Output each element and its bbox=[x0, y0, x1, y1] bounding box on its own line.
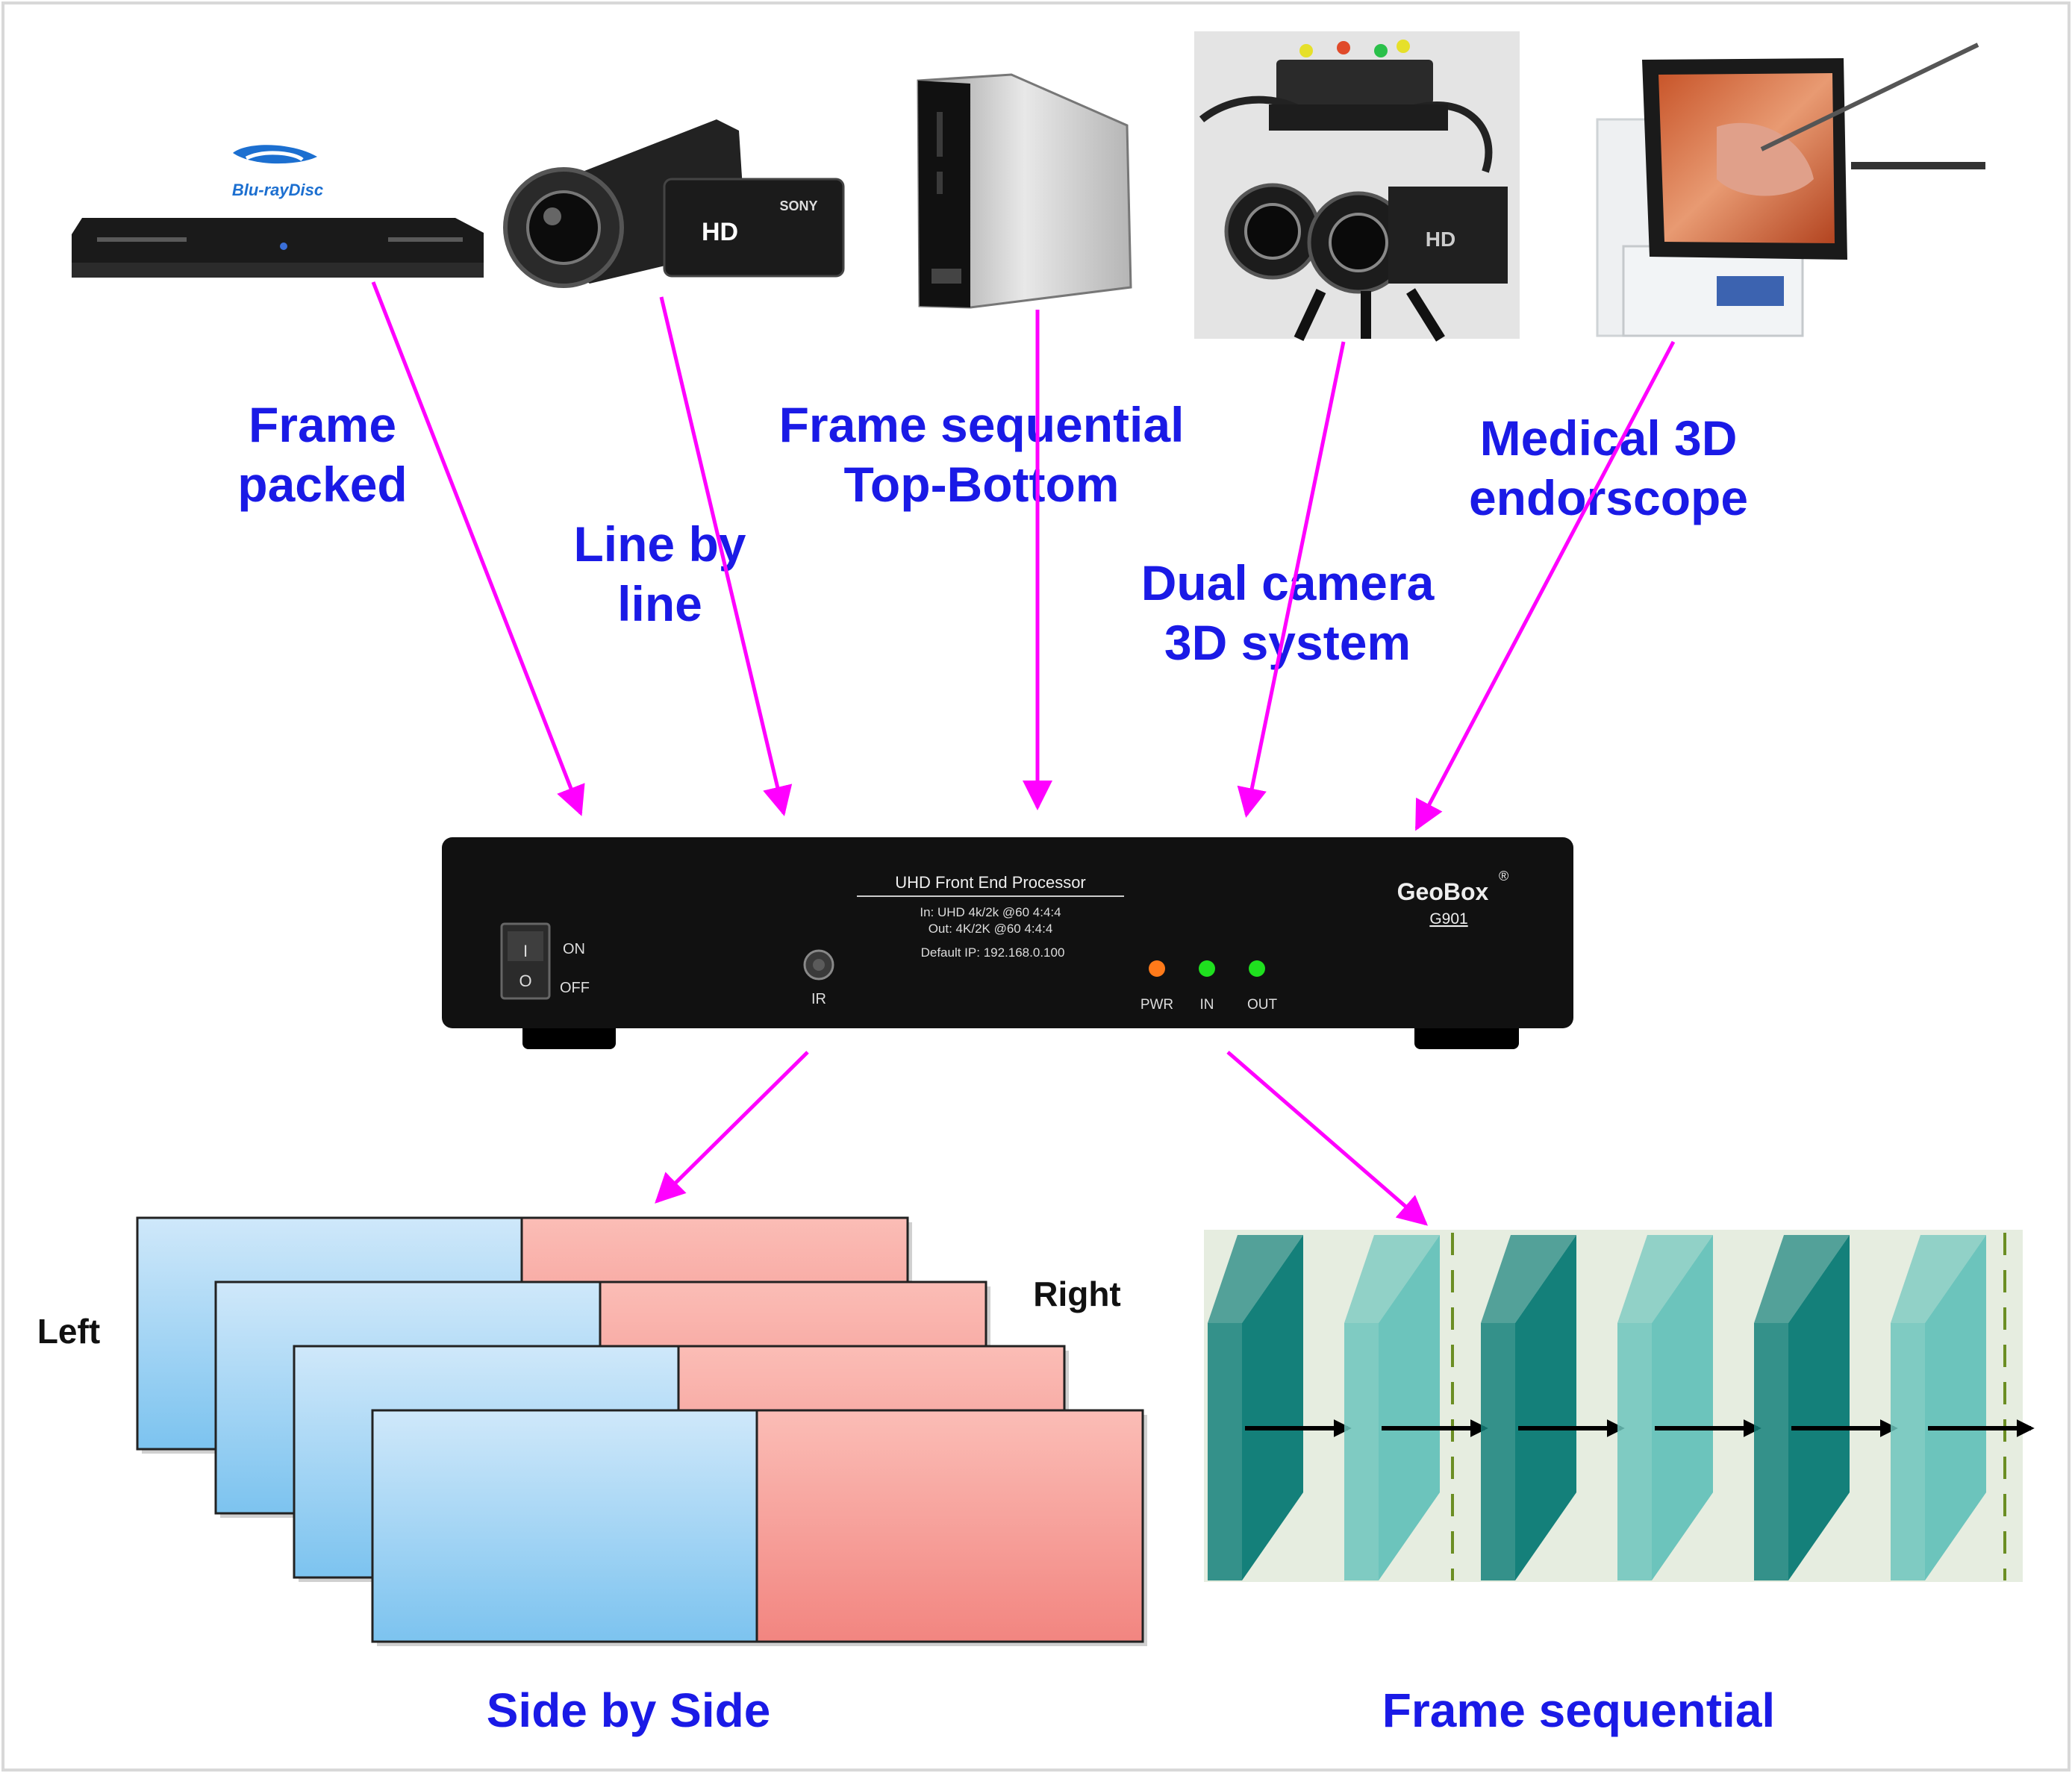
panel-front bbox=[1208, 1323, 1242, 1580]
led-out bbox=[1249, 960, 1265, 977]
sbs-left-half bbox=[371, 1409, 758, 1643]
panel-top bbox=[1344, 1235, 1440, 1323]
label-frame-seq-tb-line-1: Frame sequential bbox=[779, 397, 1185, 452]
panel-side bbox=[1788, 1235, 1850, 1580]
medical-endoscope-icon bbox=[1596, 43, 1985, 337]
frame-sequential-panels bbox=[1208, 1233, 2035, 1580]
sbs-right-half bbox=[755, 1409, 1144, 1643]
arrow-line-by-line bbox=[659, 296, 793, 816]
hd-camcorder-icon: HD SONY bbox=[503, 119, 845, 288]
label-frame-packed: Frame packed bbox=[237, 397, 407, 512]
processor-spec-in: In: UHD 4k/2k @60 4:4:4 bbox=[920, 905, 1061, 919]
arrow-dual-camera bbox=[1237, 341, 1346, 818]
label-frame-seq-tb-line-2: Top-Bottom bbox=[844, 457, 1120, 512]
panel-top bbox=[1208, 1235, 1303, 1323]
panel-top bbox=[1617, 1235, 1713, 1323]
panel-side bbox=[1925, 1235, 1986, 1580]
processor-body bbox=[442, 837, 1573, 1028]
sbs-frame bbox=[371, 1409, 1147, 1646]
processor-box: I O ON OFF IR UHD Front End Processor In… bbox=[442, 837, 1573, 1049]
frame-sequential-bg bbox=[1204, 1230, 2023, 1582]
sbs-left-label: Left bbox=[37, 1312, 100, 1351]
arrow-to-side-by-side bbox=[655, 1051, 809, 1204]
label-frame-sequential-top-bottom: Frame sequential Top-Bottom bbox=[779, 397, 1185, 512]
processor-foot-left bbox=[522, 1022, 616, 1049]
processor-foot-right bbox=[1414, 1022, 1519, 1049]
panel-top bbox=[1891, 1235, 1986, 1323]
processor-model: G901 bbox=[1429, 910, 1467, 928]
frame-panel-right bbox=[1891, 1235, 2035, 1580]
frame-panel-left bbox=[1208, 1235, 1352, 1580]
led-in bbox=[1199, 960, 1215, 977]
label-dual-camera-line-1: Dual camera bbox=[1141, 555, 1435, 610]
panel-side bbox=[1652, 1235, 1713, 1580]
switch-o-mark: O bbox=[519, 972, 531, 990]
label-line-by-line: Line by line bbox=[573, 516, 746, 631]
processor-title: UHD Front End Processor bbox=[895, 873, 1086, 892]
processor-brand-mark: ® bbox=[1499, 869, 1508, 884]
dual-camera-rig-icon: HD bbox=[1194, 31, 1520, 342]
media-server-icon bbox=[917, 73, 1132, 309]
processor-default-ip: Default IP: 192.168.0.100 bbox=[921, 945, 1065, 960]
frame-panel-left bbox=[1754, 1235, 1898, 1580]
label-dual-camera-line-2: 3D system bbox=[1164, 615, 1411, 670]
label-medical-3d: Medical 3D endorscope bbox=[1469, 410, 1748, 525]
switch-i-mark: I bbox=[523, 942, 528, 960]
panel-side bbox=[1379, 1235, 1440, 1580]
label-frame-packed-line-2: packed bbox=[237, 457, 407, 512]
blu-ray-brand: Blu-rayDisc bbox=[232, 181, 323, 199]
led-in-label: IN bbox=[1200, 997, 1214, 1013]
sbs-right-label: Right bbox=[1033, 1275, 1121, 1313]
panel-front bbox=[1481, 1323, 1515, 1580]
blu-ray-player-icon: Blu-rayDisc bbox=[72, 145, 484, 278]
label-medical-3d-line-2: endorscope bbox=[1469, 470, 1748, 525]
arrow-to-frame-sequential bbox=[1226, 1051, 1429, 1226]
label-line-by-line-line-1: Line by bbox=[573, 516, 746, 572]
camcorder-brand: SONY bbox=[779, 198, 817, 213]
panel-top bbox=[1754, 1235, 1850, 1323]
switch-on-label: ON bbox=[563, 941, 585, 957]
led-pwr-label: PWR bbox=[1140, 997, 1173, 1013]
panel-side bbox=[1515, 1235, 1576, 1580]
panel-front bbox=[1617, 1323, 1652, 1580]
frame-panel-left bbox=[1481, 1235, 1625, 1580]
frame-panel-right bbox=[1617, 1235, 1761, 1580]
label-medical-3d-line-1: Medical 3D bbox=[1480, 410, 1738, 466]
panel-front bbox=[1344, 1323, 1379, 1580]
processor-brand: GeoBox bbox=[1397, 878, 1489, 905]
caption-side-by-side: Side by Side bbox=[487, 1683, 771, 1737]
led-pwr bbox=[1149, 960, 1165, 977]
output-arrows bbox=[655, 1051, 1429, 1226]
camcorder-hd-badge: HD bbox=[702, 218, 738, 246]
caption-frame-sequential: Frame sequential bbox=[1382, 1683, 1775, 1737]
processor-spec-out: Out: 4K/2K @60 4:4:4 bbox=[929, 922, 1053, 936]
switch-off-label: OFF bbox=[560, 980, 590, 996]
led-out-label: OUT bbox=[1247, 997, 1278, 1013]
label-dual-camera: Dual camera 3D system bbox=[1141, 555, 1435, 670]
input-arrows bbox=[371, 281, 1676, 831]
ir-label: IR bbox=[811, 991, 826, 1007]
frame-panel-right bbox=[1344, 1235, 1488, 1580]
panel-front bbox=[1891, 1323, 1925, 1580]
dual-camera-hd-badge: HD bbox=[1426, 228, 1455, 251]
arrow-frame-packed bbox=[371, 281, 585, 816]
arrow-medical-3d bbox=[1414, 340, 1676, 831]
label-frame-packed-line-1: Frame bbox=[249, 397, 396, 452]
panel-front bbox=[1754, 1323, 1788, 1580]
side-by-side-frames bbox=[136, 1216, 1147, 1646]
label-line-by-line-line-2: line bbox=[617, 576, 702, 631]
panel-side bbox=[1242, 1235, 1303, 1580]
panel-top bbox=[1481, 1235, 1576, 1323]
